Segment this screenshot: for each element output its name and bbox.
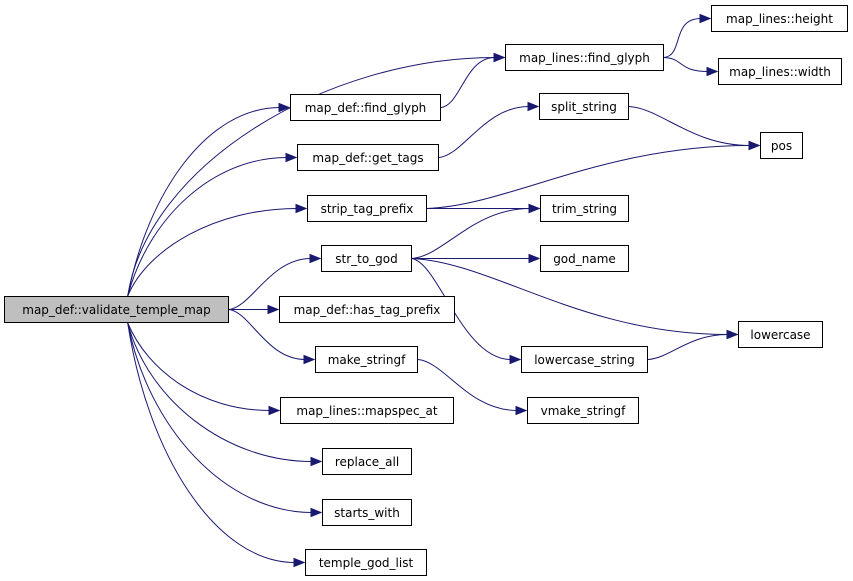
arrowhead-strip_tag_prefix: [295, 203, 308, 214]
node-map-lines-mapspec-at[interactable]: map_lines::mapspec_at: [280, 397, 454, 424]
edge-make_stringf-to-vmake_stringf: [417, 359, 518, 411]
node-make-stringf[interactable]: make_stringf: [315, 346, 418, 373]
arrowhead-replace_all: [310, 456, 323, 467]
node-replace-all[interactable]: replace_all: [322, 448, 412, 475]
node-map-lines-find-glyph[interactable]: map_lines::find_glyph: [505, 44, 664, 71]
node-temple-god-list[interactable]: temple_god_list: [305, 549, 427, 576]
arrowhead-md_has_tag_prefix: [267, 304, 280, 315]
edge-validate-to-starts_with: [127, 322, 313, 513]
edge-validate-to-make_stringf: [228, 309, 306, 360]
arrowhead-ml_mapspec_at: [268, 405, 281, 416]
edge-strip_tag_prefix-to-pos: [426, 145, 751, 209]
node-validate-temple-map[interactable]: map_def::validate_temple_map: [4, 296, 229, 323]
edge-validate-to-ml_mapspec_at: [127, 322, 271, 411]
edge-ml_find_glyph-to-ml_width: [663, 57, 709, 72]
edge-validate-to-md_get_tags: [127, 157, 288, 297]
edge-md_find_glyph-to-ml_find_glyph: [440, 57, 496, 108]
edge-md_get_tags-to-split_string: [438, 106, 530, 158]
edge-validate-to-replace_all: [127, 322, 313, 462]
node-god-name[interactable]: god_name: [540, 245, 629, 272]
node-pos[interactable]: pos: [760, 132, 803, 159]
arrowhead-split_string: [527, 101, 540, 112]
node-map-def-find-glyph[interactable]: map_def::find_glyph: [290, 94, 441, 121]
arrowhead-md_get_tags: [285, 152, 298, 163]
node-starts-with[interactable]: starts_with: [322, 499, 412, 526]
arrowhead-vmake_stringf: [515, 405, 528, 416]
edge-ml_find_glyph-to-ml_height: [663, 18, 702, 58]
node-str-to-god[interactable]: str_to_god: [321, 245, 412, 272]
edge-validate-to-strip_tag_prefix: [127, 208, 298, 297]
node-vmake-stringf[interactable]: vmake_stringf: [527, 397, 639, 424]
edge-validate-to-temple_god_list: [127, 322, 296, 563]
arrowhead-temple_god_list: [293, 557, 306, 568]
arrowhead-str_to_god: [309, 253, 322, 264]
node-map-lines-height[interactable]: map_lines::height: [711, 5, 848, 32]
node-strip-tag-prefix[interactable]: strip_tag_prefix: [307, 195, 427, 222]
edge-validate-to-str_to_god: [228, 258, 312, 310]
edge-validate-to-md_find_glyph: [127, 107, 281, 297]
node-split-string[interactable]: split_string: [539, 93, 629, 120]
edge-split_string-to-pos: [628, 106, 751, 146]
arrowhead-god_name: [528, 253, 541, 264]
arrowhead-trim_string: [528, 203, 541, 214]
node-map-lines-width[interactable]: map_lines::width: [718, 58, 842, 85]
node-lowercase-string[interactable]: lowercase_string: [521, 346, 648, 373]
node-trim-string[interactable]: trim_string: [540, 195, 629, 222]
arrowhead-lowercase_string: [509, 354, 522, 365]
arrowhead-md_find_glyph: [278, 102, 291, 113]
node-lowercase[interactable]: lowercase: [738, 321, 823, 348]
arrowhead-pos: [748, 140, 761, 151]
arrowhead-ml_width: [706, 66, 719, 77]
edge-str_to_god-to-trim_string: [411, 208, 531, 259]
arrowhead-lowercase: [726, 329, 739, 340]
arrowhead-ml_find_glyph: [493, 52, 506, 63]
edge-validate-to-ml_find_glyph: [127, 57, 496, 297]
arrowhead-ml_height: [699, 13, 712, 24]
node-map-def-get-tags[interactable]: map_def::get_tags: [297, 144, 439, 171]
arrowhead-starts_with: [310, 507, 323, 518]
arrowhead-make_stringf: [303, 354, 316, 365]
edge-lowercase_string-to-lowercase: [647, 334, 729, 360]
edge-str_to_god-to-lowercase: [411, 258, 729, 335]
node-map-def-has-tag-prefix[interactable]: map_def::has_tag_prefix: [279, 296, 455, 323]
